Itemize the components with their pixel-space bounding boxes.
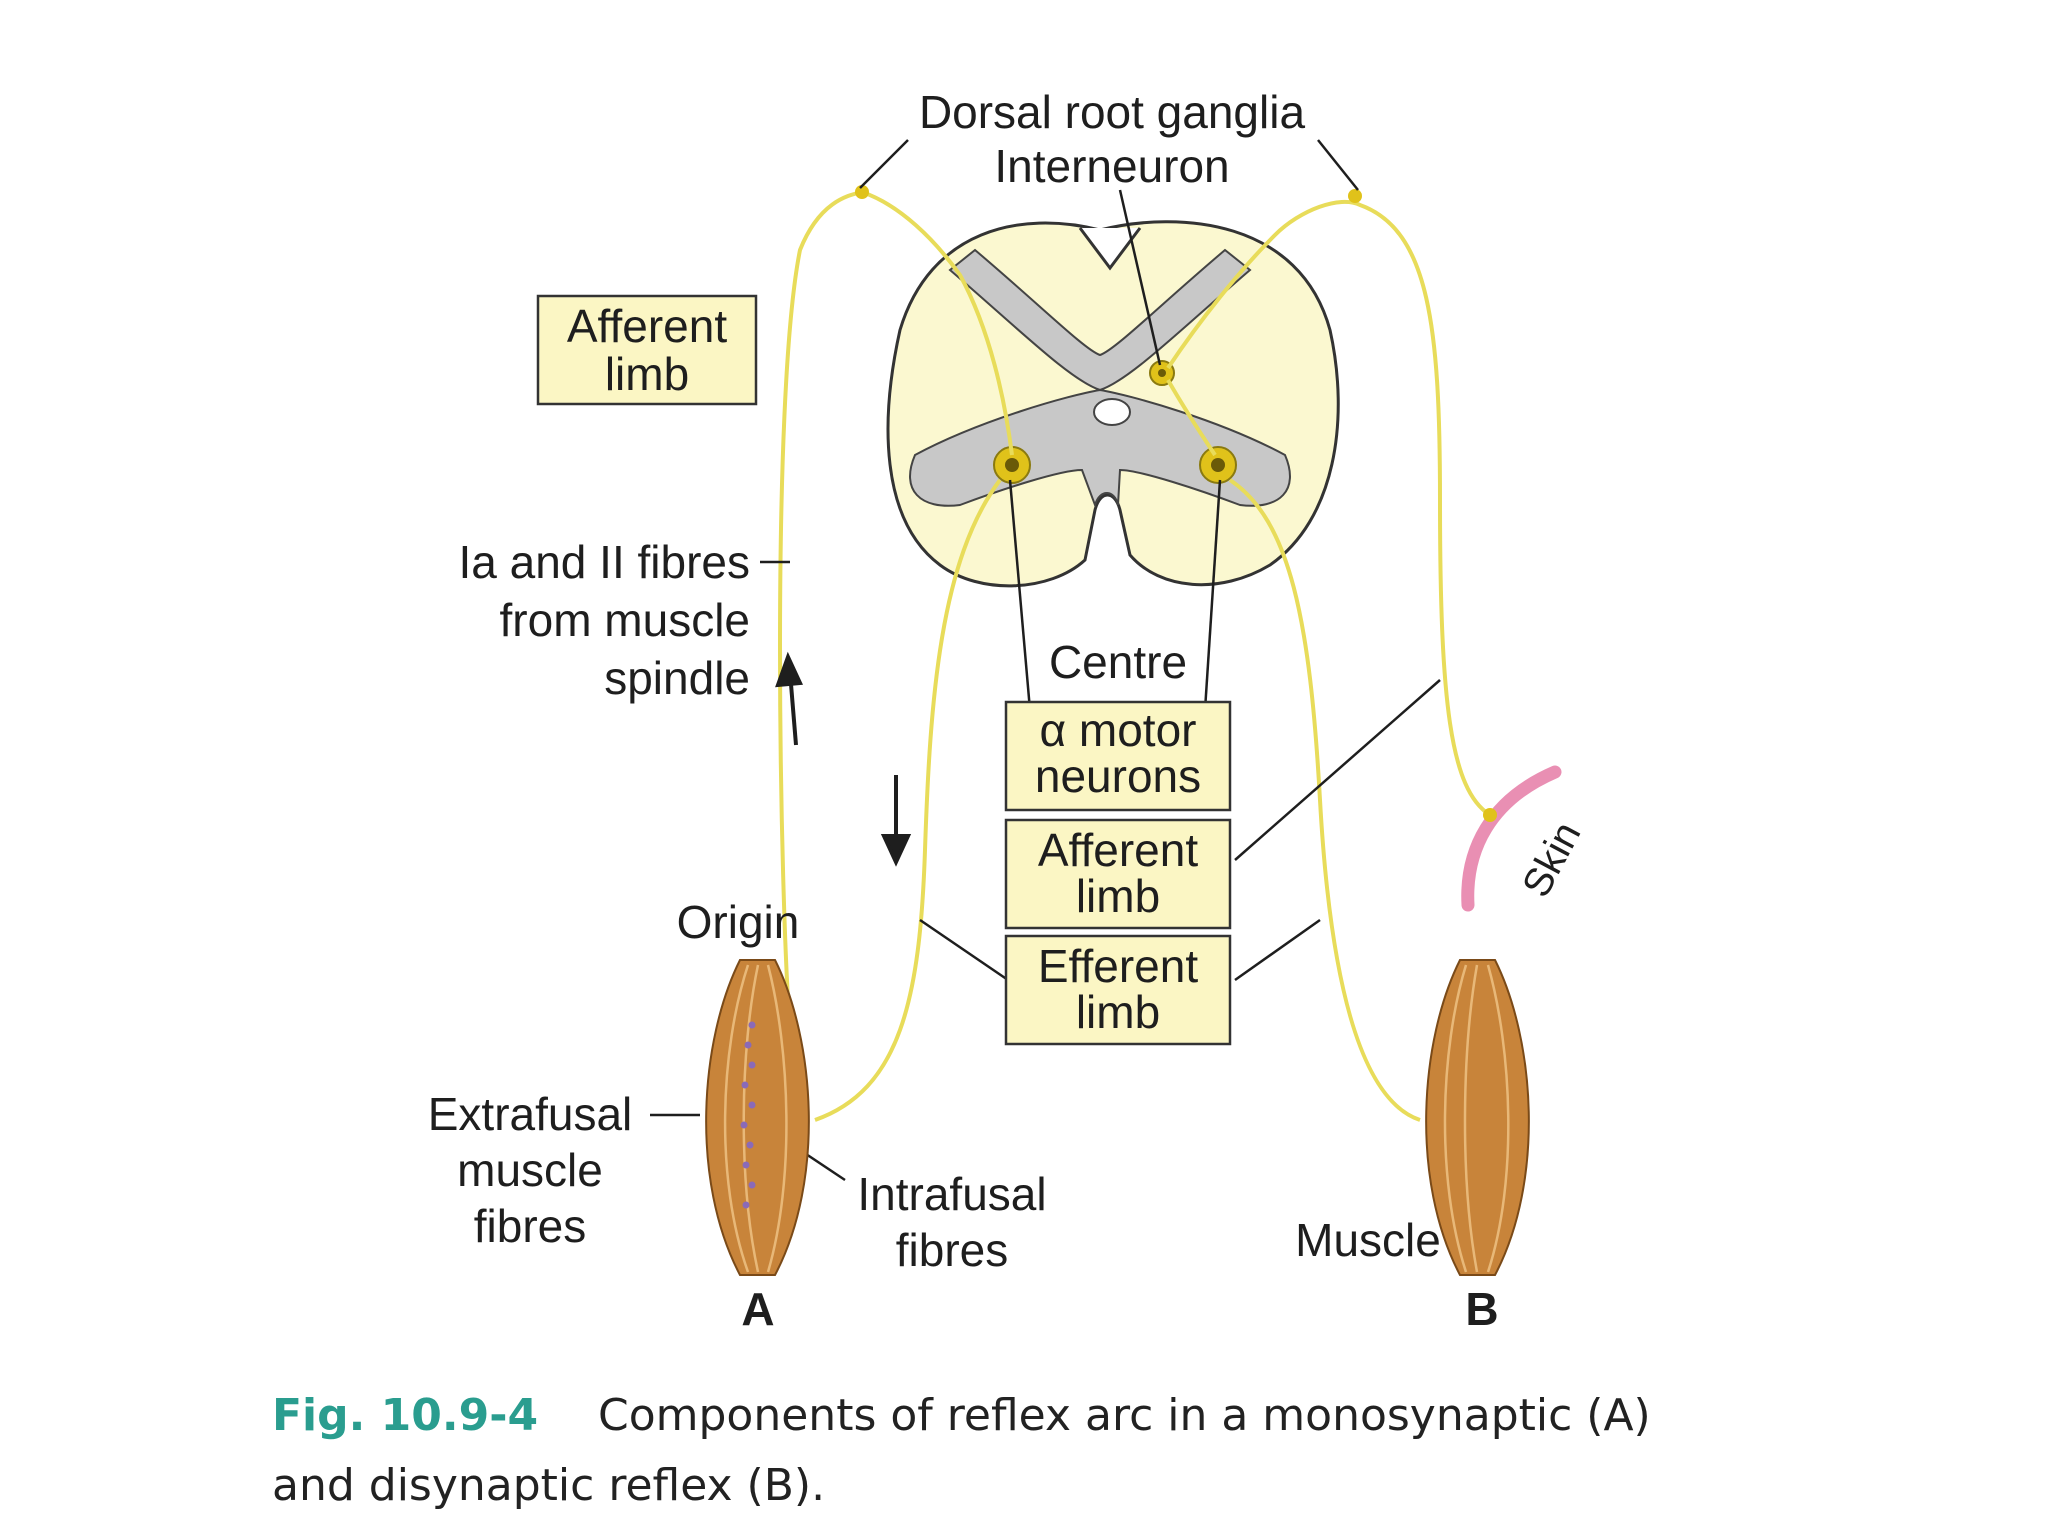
label-ia-fibres-line1: Ia and II fibres (459, 536, 751, 588)
alpha-motor-line2: neurons (1035, 750, 1201, 802)
spinal-cord (886, 220, 1340, 588)
caption-line2: and disynaptic reflex (B). (272, 1460, 825, 1511)
label-ia-fibres-line2: from muscle (500, 594, 750, 646)
intrafusal-spindle (740, 1021, 756, 1209)
alpha-motor-neurons-box: α motor neurons (1004, 700, 1232, 812)
muscle-a (705, 959, 810, 1276)
nerve-fibres (778, 189, 1492, 1122)
label-intrafusal-line2: fibres (896, 1224, 1008, 1276)
label-interneuron: Interneuron (994, 140, 1229, 192)
central-canal (1093, 398, 1131, 426)
afferent-limb-box-center: Afferent limb (1004, 818, 1232, 930)
motor-neuron-right (1199, 446, 1237, 484)
efferent-limb-line2: limb (1076, 986, 1160, 1038)
afferent-fibre-a (778, 189, 1014, 1031)
leader-lines (650, 139, 1441, 1182)
efferent-fibre-b (1228, 478, 1421, 1122)
label-muscle: Muscle (1295, 1214, 1441, 1266)
label-centre: Centre (1049, 636, 1187, 688)
label-intrafusal-line1: Intrafusal (857, 1168, 1046, 1220)
efferent-limb-box: Efferent limb (1004, 934, 1232, 1046)
afferent-limb-box-left: Afferent limb (536, 294, 758, 406)
panel-label-a: A (741, 1283, 774, 1335)
muscle-b (1425, 959, 1530, 1276)
afferent-limb-left-line1: Afferent (567, 300, 727, 352)
direction-arrows (775, 651, 912, 867)
spinal-cord-grey-matter (909, 248, 1291, 509)
motor-neuron-left (993, 446, 1031, 484)
label-extrafusal-line1: Extrafusal (428, 1088, 633, 1140)
label-extrafusal-line3: fibres (474, 1200, 586, 1252)
label-dorsal-root-ganglia: Dorsal root ganglia (919, 86, 1306, 138)
afferent-limb-center-line1: Afferent (1038, 824, 1198, 876)
dorsal-root-ganglion-left (855, 185, 869, 199)
label-ia-fibres-line3: spindle (604, 652, 750, 704)
afferent-fibre-b (1166, 199, 1492, 817)
interneuron-axon (1166, 379, 1217, 457)
skin-arc (1461, 765, 1562, 912)
caption-line1: Components of reflex arc in a monosynapt… (598, 1390, 1651, 1441)
label-extrafusal-line2: muscle (457, 1144, 603, 1196)
label-skin: Skin (1514, 815, 1589, 904)
caption-figure-number: Fig. 10.9-4 (272, 1390, 538, 1441)
label-origin: Origin (677, 896, 800, 948)
alpha-motor-line1: α motor (1040, 704, 1197, 756)
afferent-limb-center-line2: limb (1076, 870, 1160, 922)
panel-label-b: B (1465, 1283, 1498, 1335)
efferent-limb-line1: Efferent (1038, 940, 1198, 992)
afferent-limb-left-line2: limb (605, 348, 689, 400)
efferent-fibre-a (814, 478, 1002, 1122)
dorsal-root-ganglion-right (1348, 189, 1362, 203)
